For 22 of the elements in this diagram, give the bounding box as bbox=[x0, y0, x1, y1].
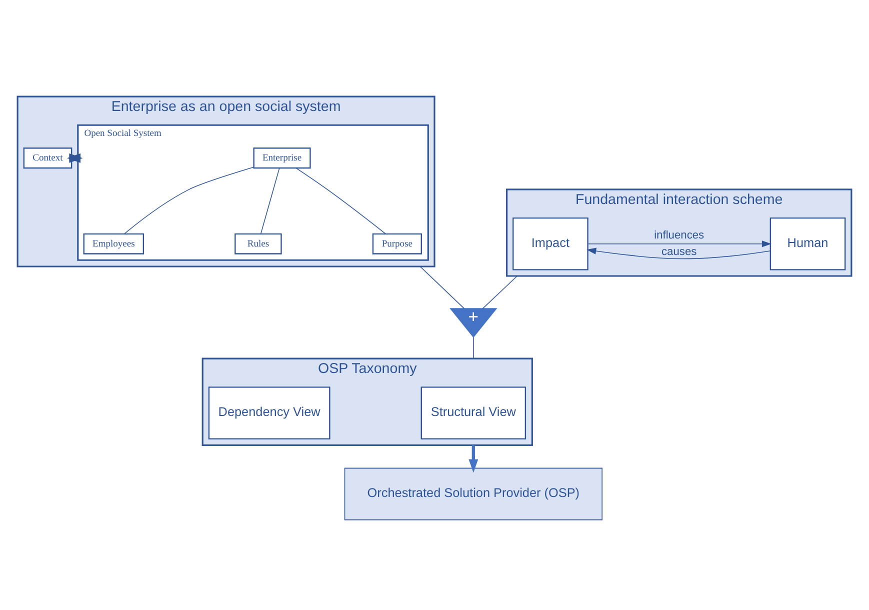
connector bbox=[420, 266, 464, 309]
edge-label: influences bbox=[654, 229, 704, 242]
edge-label: causes bbox=[662, 246, 697, 258]
arrow bbox=[587, 240, 772, 248]
connector bbox=[124, 166, 254, 234]
node-box: Purpose bbox=[372, 233, 422, 254]
node-box: Orchestrated Solution Provider (OSP) bbox=[344, 468, 602, 520]
node-box: Context bbox=[23, 148, 72, 169]
arrow bbox=[586, 248, 771, 260]
node-box: Employees bbox=[83, 233, 144, 254]
arrow bbox=[66, 153, 83, 163]
node-box: Enterprise bbox=[253, 148, 311, 169]
connector bbox=[260, 168, 280, 234]
connector bbox=[296, 168, 386, 234]
node-box: Human bbox=[770, 217, 846, 270]
node-box: Dependency View bbox=[208, 386, 330, 440]
node-box: Structural View bbox=[420, 386, 526, 440]
node-box: Rules bbox=[234, 233, 282, 254]
connector bbox=[482, 276, 518, 309]
arrow bbox=[468, 445, 478, 473]
node-box: Impact bbox=[512, 217, 588, 270]
connector bbox=[473, 336, 474, 359]
